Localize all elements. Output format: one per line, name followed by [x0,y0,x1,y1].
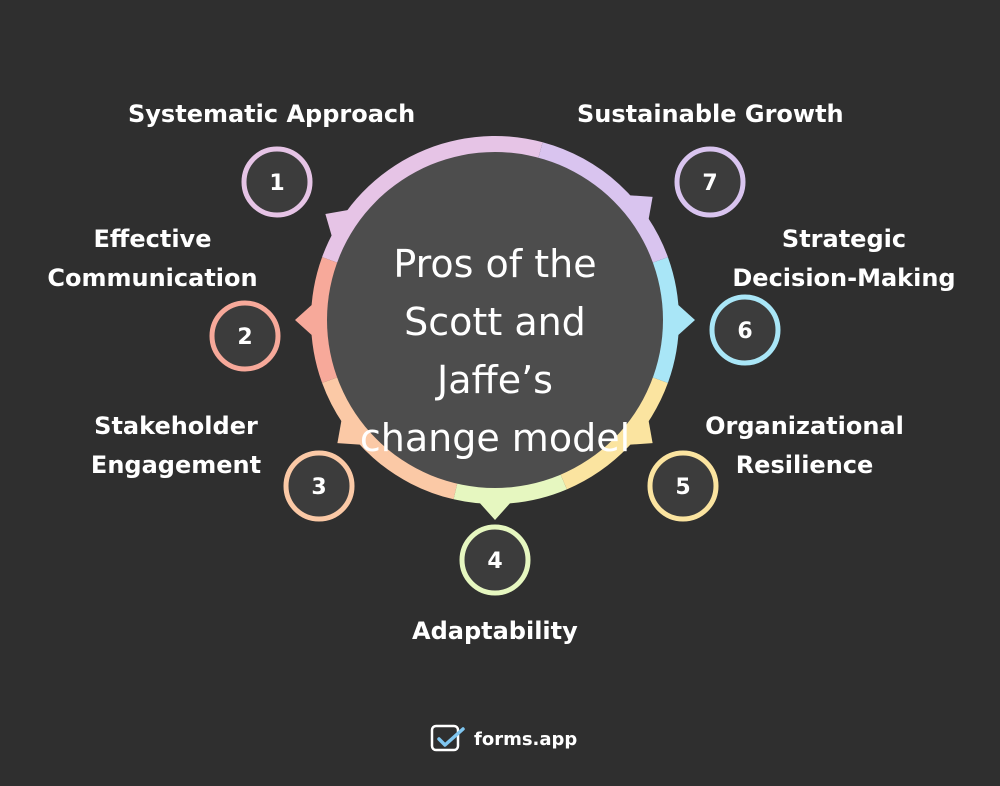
item-label-7: Sustainable Growth [577,100,844,128]
node-circle-2 [209,300,281,372]
node-circle-6 [709,294,781,366]
center-title-line-2: Scott and Jaffe’s [404,300,586,402]
node-number-3: 3 [311,475,326,500]
ring-pointer-7 [624,194,653,225]
center-title-line-3: change model [359,416,631,460]
item-label-2: Effective Communication [47,225,258,292]
node-circle-4 [459,524,531,596]
numbered-nodes: 1 2 3 4 5 6 7 [209,146,781,596]
ring-segment-7 [537,142,668,264]
node-number-1: 1 [269,171,284,196]
node-4: 4 [459,524,531,596]
item-label-1: Systematic Approach [128,100,416,128]
ring-pointer-2 [295,301,316,339]
ring-pointer-1 [325,209,354,242]
item-label-5: Organizational Resilience [705,412,904,479]
node-circle-3 [283,450,355,522]
item-label-6: Strategic Decision-Making [732,225,956,292]
node-number-5: 5 [675,475,690,500]
node-number-7: 7 [702,171,717,196]
node-1: 1 [241,146,313,218]
node-5: 5 [647,450,719,522]
ring-pointer-5 [624,415,653,446]
forms-app-logo-icon [430,724,465,752]
ring-pointer-3 [337,415,366,446]
node-6: 6 [709,294,781,366]
center-title: Pros of the Scott and Jaffe’s change mod… [345,235,645,467]
brand-logo: forms.app [430,724,577,754]
node-number-4: 4 [487,549,502,574]
node-2: 2 [209,300,281,372]
node-circle-7 [674,146,746,218]
center-title-line-1: Pros of the [393,242,597,286]
center-circle [327,152,663,488]
node-circle-5 [647,450,719,522]
brand-name: forms.app [474,728,578,750]
node-number-2: 2 [237,325,252,350]
ring-pointer-4 [476,499,514,520]
item-label-3: Stakeholder Engagement [90,412,262,479]
ring-segment-3 [322,376,458,500]
ring-segment-5 [559,376,668,490]
ring-pointer-6 [674,301,695,339]
item-label-4: Adaptability [412,617,578,645]
node-7: 7 [674,146,746,218]
node-number-6: 6 [737,319,752,344]
node-circle-1 [241,146,313,218]
node-3: 3 [283,450,355,522]
